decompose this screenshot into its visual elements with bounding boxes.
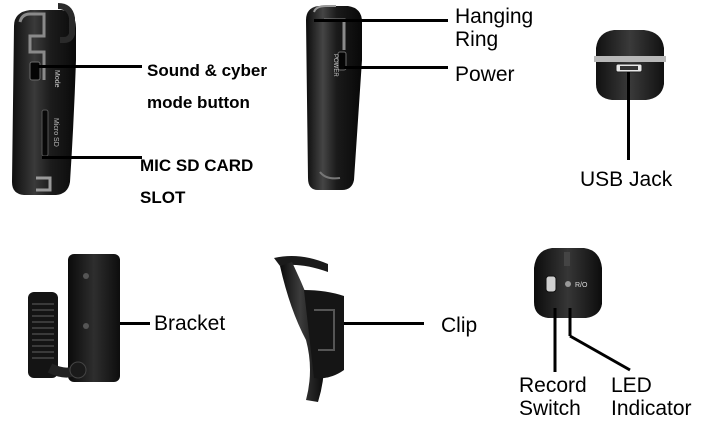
clip-leader — [344, 322, 424, 325]
sd-slot-label: MIC SD CARD SLOT — [140, 156, 254, 207]
hanging-ring-label: Hanging Ring — [455, 5, 534, 51]
camera-front-view: POWER — [306, 5, 362, 190]
bracket-label: Bracket — [154, 312, 226, 335]
camera-side-view: Mode Micro SD — [12, 3, 76, 195]
sd-slot-leader — [42, 156, 142, 159]
mode-button-leader — [38, 65, 142, 68]
power-leader — [344, 66, 448, 69]
power-label: Power — [455, 63, 515, 86]
record-led-leaders — [553, 308, 631, 372]
record-switch-image: R/O — [534, 248, 602, 318]
clip-image — [274, 256, 344, 402]
device-record-mark: R/O — [575, 282, 588, 289]
mode-button-label: Sound & cyber mode button — [147, 61, 267, 112]
device-power-text: POWER — [332, 54, 338, 77]
led-indicator-label: LED Indicator — [611, 374, 692, 420]
device-microsd-text: Micro SD — [52, 118, 59, 147]
record-switch-label: Record Switch — [519, 374, 587, 420]
clip-label: Clip — [441, 314, 478, 337]
usb-jack-label: USB Jack — [580, 168, 673, 191]
device-mode-text: Mode — [53, 70, 60, 88]
bracket-leader — [120, 322, 150, 325]
usb-jack-image — [594, 30, 666, 100]
usb-jack-leader — [627, 72, 630, 160]
hanging-ring-leader — [314, 19, 448, 22]
bracket-image — [28, 254, 120, 382]
